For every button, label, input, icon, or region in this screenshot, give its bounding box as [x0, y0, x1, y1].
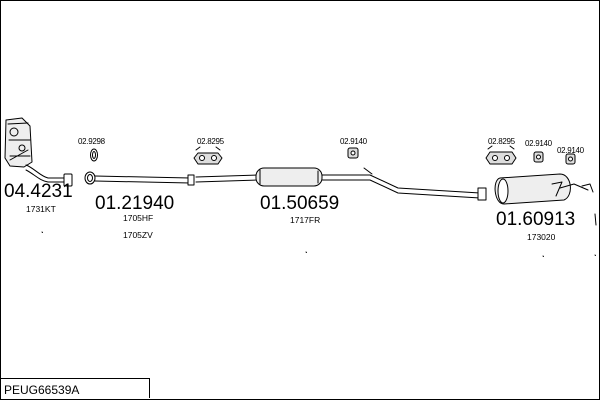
middle-silencer-ref: 1717FR	[290, 215, 321, 225]
catalyst-ref: 1731KT	[26, 204, 56, 214]
clamp-icon	[193, 146, 223, 165]
assembly-code: PEUG66539A	[4, 383, 80, 397]
front-pipe-part-number: 01.21940	[95, 193, 175, 214]
clamp-icon	[485, 145, 517, 165]
gasket-number: 02.9298	[78, 137, 105, 146]
leader-marks	[41, 213, 597, 257]
assembly-code-box: PEUG66539A	[0, 378, 150, 398]
rear-silencer-ref: 173020	[527, 232, 556, 242]
clamp-number: 02.8295	[488, 137, 515, 146]
mount-number: 02.9140	[525, 139, 552, 148]
gasket-icon	[90, 148, 98, 162]
rubber-mount-icon	[533, 151, 544, 163]
mount-number: 02.9140	[557, 146, 584, 155]
front-pipe-drawing	[84, 171, 195, 186]
rubber-mount-icon	[347, 147, 359, 159]
mount-number: 02.9140	[340, 137, 367, 146]
rear-silencer-drawing	[477, 173, 594, 205]
middle-silencer-part-number: 01.50659	[260, 193, 340, 214]
front-pipe-ref: 1705ZV	[123, 230, 153, 240]
catalyst-part-number: 04.4231	[4, 181, 73, 202]
clamp-number: 02.8295	[197, 137, 224, 146]
rubber-mount-icon	[565, 153, 576, 165]
rear-silencer-part-number: 01.60913	[496, 209, 576, 230]
catalytic-converter-drawing	[4, 117, 73, 187]
front-pipe-ref: 1705HF	[123, 213, 154, 223]
middle-silencer-drawing	[195, 167, 481, 199]
